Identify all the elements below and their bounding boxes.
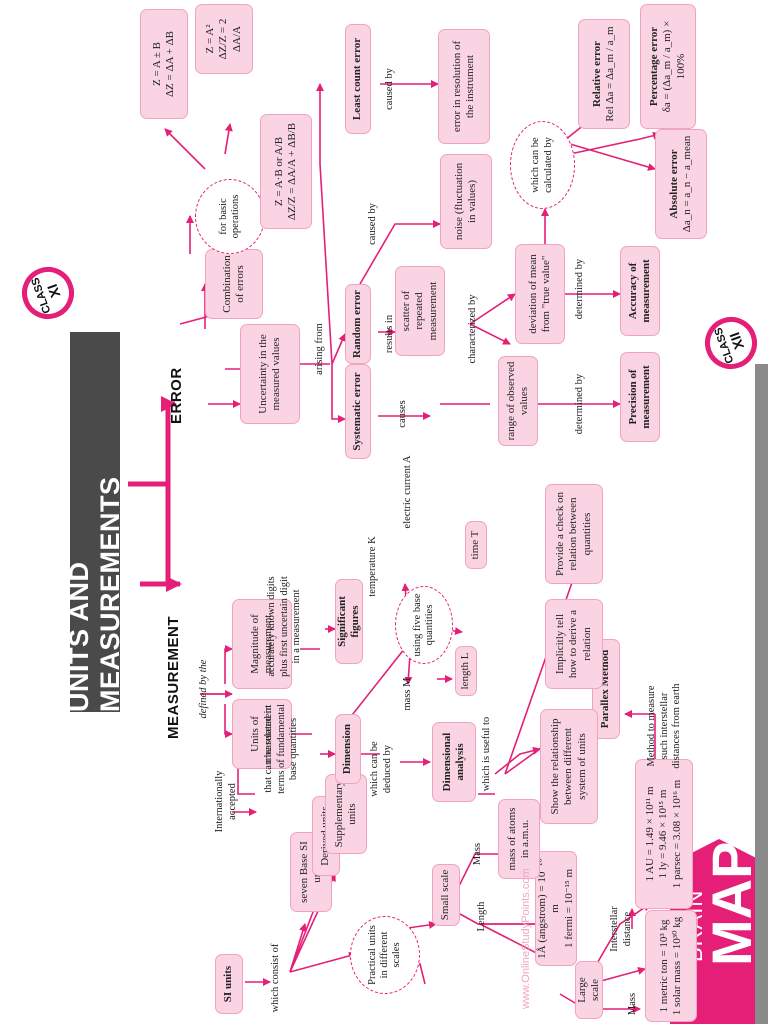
node-product-rule: Z = A·B or A/B ΔZ/Z = ΔA/A + ΔB/B [260, 114, 312, 229]
label-which-consist-of: which consist of [269, 943, 281, 1013]
label-caused-by-least: caused by [383, 68, 395, 110]
label-characterized-by: characterized by [466, 294, 478, 364]
label-deduced-by: which can be deduced by [369, 741, 393, 797]
node-random-error: Random error [345, 284, 371, 364]
node-power-rule: Z = A² ΔZ/Z = 2 ΔA/A [195, 4, 253, 74]
node-small-scale: Small scale [432, 864, 460, 926]
node-time-t: time T [465, 521, 487, 569]
node-scatter: scatter of repeated measurement [395, 266, 445, 356]
node-accuracy: Accuracy of measurement [620, 246, 660, 336]
node-combination-errors: Combination of errors [205, 249, 263, 319]
node-significant-figures: Significant figures [335, 579, 363, 664]
label-interstellar: Interstellar distance [609, 906, 633, 952]
class-xii-strip [755, 364, 768, 1024]
node-range-observed: range of observed values [498, 356, 538, 446]
node-can-be-calculated: which can be calculated by [510, 121, 575, 209]
power-rule-1: Z = A² [204, 24, 217, 54]
node-sum-rule: Z = A ± B ΔZ = ΔA + ΔB [140, 9, 188, 119]
brand-line2: MAP [700, 841, 763, 966]
node-five-base-quantities: using five base quantities [395, 586, 453, 664]
au-value: 1 AU = 1.49 × 10¹¹ m [644, 786, 657, 882]
metric-ton-value: 1 metric ton = 10³ kg [657, 919, 670, 1013]
label-useful-to: which is useful to [480, 716, 492, 792]
percentage-error-title: Percentage error [648, 26, 661, 107]
product-rule-1: Z = A·B or A/B [272, 136, 285, 207]
absolute-error-title: Absolute error [667, 149, 680, 219]
node-show-relationship: Show the relationship between different … [540, 709, 598, 824]
node-noise: noise (fluctuation in values) [440, 154, 492, 249]
error-heading: ERROR [168, 367, 185, 424]
watermark: www.OnlineStudyPoints.com [520, 868, 532, 1009]
label-electric-current: electric current A [401, 455, 413, 529]
node-precision: Precision of measurement [620, 352, 660, 442]
node-least-count-error: Least count error [345, 24, 371, 134]
label-determined-precision: determined by [573, 373, 585, 435]
label-mass-m: mass M [401, 677, 413, 711]
node-length-l: length L [455, 646, 477, 696]
measurement-heading: MEASUREMENT [165, 615, 182, 739]
node-relative-error: Relative error Rel Δa = Δa_m / a_m [578, 19, 630, 129]
node-astronomical-units: 1 AU = 1.49 × 10¹¹ m 1 ly = 9.46 × 10¹⁵ … [635, 759, 693, 909]
node-uncertainty: Uncertainty in the measured values [240, 324, 300, 424]
label-accurately-known: accurately known digits plus first uncer… [266, 576, 303, 677]
node-large-scale: Large scale [575, 961, 603, 1019]
sum-rule-2: ΔZ = ΔA + ΔB [164, 30, 176, 98]
angstrom-value: 1Å (angstrom) = 10⁻¹⁰ m [536, 858, 562, 959]
node-practical-units: Practical units in different scales [350, 916, 420, 994]
page-title: UNITS AND MEASUREMENTS [64, 332, 125, 712]
label-temperature-k: temperature K [366, 536, 378, 597]
node-supplementary-units: Supplementary units [325, 774, 367, 854]
parsec-value: 1 parsec = 3.08 × 10¹⁶ m [670, 779, 683, 889]
label-determined-accuracy: determined by [573, 258, 585, 320]
node-systematic-error: Systematic error [345, 364, 371, 459]
label-internationally-accepted: Internationally accepted [214, 770, 238, 833]
node-provide-check: Provide a check on relation between quan… [545, 484, 603, 584]
node-dimensional-analysis: Dimensional analysis [432, 722, 476, 802]
ly-value: 1 ly = 9.46 × 10¹⁵ m [657, 789, 670, 879]
label-causes: causes [396, 400, 408, 428]
node-angstrom-fermi: 1Å (angstrom) = 10⁻¹⁰ m 1 fermi = 10⁻¹⁵ … [535, 851, 577, 966]
node-large-mass: 1 metric ton = 10³ kg 1 solar mass = 10³… [645, 910, 697, 1022]
label-mass-small: Mass [471, 842, 483, 866]
label-defined-by: defined by the [197, 659, 209, 719]
class-xi-number: XI [43, 282, 63, 301]
sum-rule-1: Z = A ± B [150, 41, 163, 87]
node-mass-atoms: mass of atoms in a.m.u. [498, 799, 540, 879]
label-method-measure: Method to measure such interstellar dist… [646, 683, 683, 769]
power-rule-2: ΔZ/Z = 2 ΔA/A [217, 18, 243, 60]
node-implicitly: Implicitly tell how to derive a relation [545, 599, 603, 689]
fermi-value: 1 fermi = 10⁻¹⁵ m [562, 868, 575, 949]
node-percentage-error: Percentage error δa = (Δa_m / a_m) × 100… [640, 4, 696, 129]
node-error-resolution: error in resolution of the instrument [438, 29, 490, 144]
label-related-fundamental: that can be related in terms of fundamen… [263, 704, 300, 794]
node-dimension: Dimension [335, 714, 361, 784]
label-caused-by-random: caused by [366, 203, 378, 245]
percentage-error-formula: δa = (Δa_m / a_m) × 100% [661, 20, 687, 113]
node-si-units: SI units [215, 954, 243, 1014]
node-absolute-error: Absolute error Δa_n = a_n − a_mean [655, 129, 707, 239]
absolute-error-formula: Δa_n = a_n − a_mean [681, 135, 693, 233]
node-basic-operations: for basic operations [195, 179, 265, 254]
label-arising-from: arising from [313, 323, 325, 375]
product-rule-2: ΔZ/Z = ΔA/A + ΔB/B [286, 122, 298, 221]
label-mass-large: Mass [626, 992, 638, 1016]
relative-error-title: Relative error [590, 40, 603, 108]
relative-error-formula: Rel Δa = Δa_m / a_m [604, 26, 616, 122]
node-deviation-mean: deviation of mean from "true value" [515, 244, 565, 344]
solar-mass-value: 1 solar mass = 10³⁰ kg [671, 916, 683, 1016]
label-length: Length [475, 901, 487, 932]
